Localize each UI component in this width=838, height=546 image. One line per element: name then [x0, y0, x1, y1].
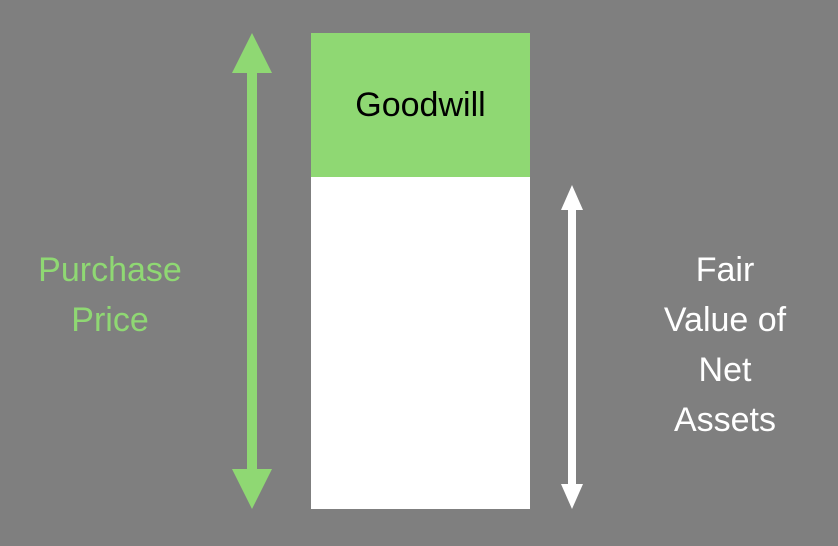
purchase-price-label: Purchase Price	[10, 245, 210, 345]
fair-value-double-arrow-icon	[561, 185, 583, 509]
fair-value-line3: Net	[698, 351, 752, 389]
purchase-price-double-arrow-icon	[232, 33, 272, 509]
net-assets-block	[311, 177, 530, 509]
purchase-price-line1: Purchase	[38, 251, 182, 289]
goodwill-block: Goodwill	[311, 33, 530, 177]
purchase-price-line2: Price	[71, 301, 149, 339]
goodwill-label: Goodwill	[355, 85, 486, 124]
fair-value-line2: Value of	[663, 301, 787, 339]
fair-value-line1: Fair	[695, 251, 755, 289]
fair-value-label: Fair Value of Net Assets	[640, 245, 810, 445]
fair-value-line4: Assets	[673, 401, 777, 439]
